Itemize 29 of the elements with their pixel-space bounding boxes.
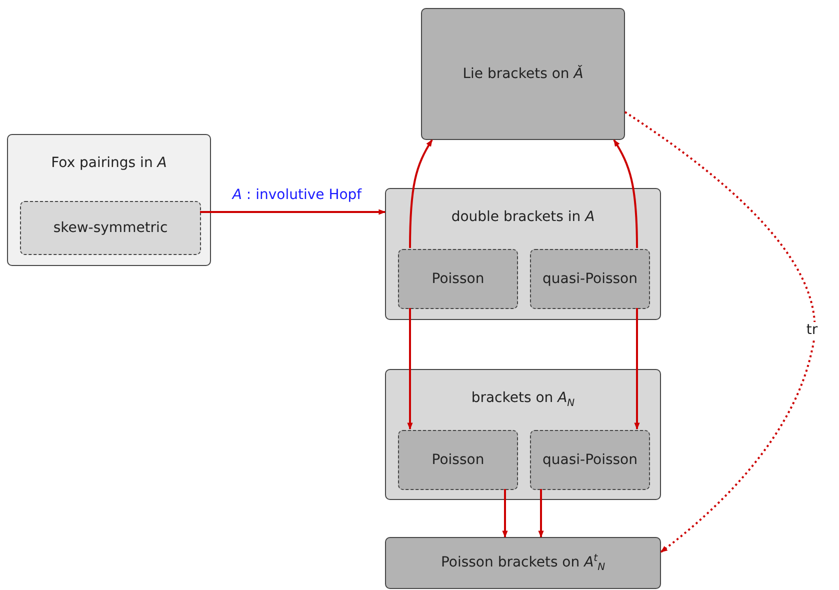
arrow — [502, 489, 508, 538]
arrow — [407, 308, 413, 430]
bracket-box — [385, 369, 661, 500]
arrow — [409, 139, 433, 248]
edge-label: tr — [804, 322, 820, 338]
arrow — [634, 308, 640, 430]
subtype-box — [398, 249, 518, 309]
subtype-box — [530, 249, 650, 309]
box-label: quasi-Poisson — [542, 271, 638, 287]
box-label: quasi-Poisson — [542, 452, 638, 468]
box-heading: brackets on A$_{N}$ — [470, 390, 576, 409]
box-label: Poisson — [430, 271, 486, 287]
box-heading: double brackets in A — [450, 209, 596, 225]
bracket-box — [385, 188, 661, 320]
arrow — [613, 139, 638, 248]
box-label: skew-symmetric — [52, 220, 169, 236]
bracket-box — [421, 8, 625, 140]
arrow — [200, 209, 386, 215]
box-heading: Fox pairings in A — [50, 155, 168, 171]
arrow — [538, 489, 544, 538]
subtype-box — [530, 430, 650, 490]
box-label: Lie brackets on Ǎ — [462, 66, 584, 82]
bracket-box — [7, 134, 211, 266]
subtype-box — [398, 430, 518, 490]
box-label: Poisson — [430, 452, 486, 468]
edge-label: A : involutive Hopf — [230, 187, 364, 203]
subtype-box — [20, 201, 201, 255]
bracket-box — [385, 537, 661, 589]
arrow — [624, 111, 816, 553]
